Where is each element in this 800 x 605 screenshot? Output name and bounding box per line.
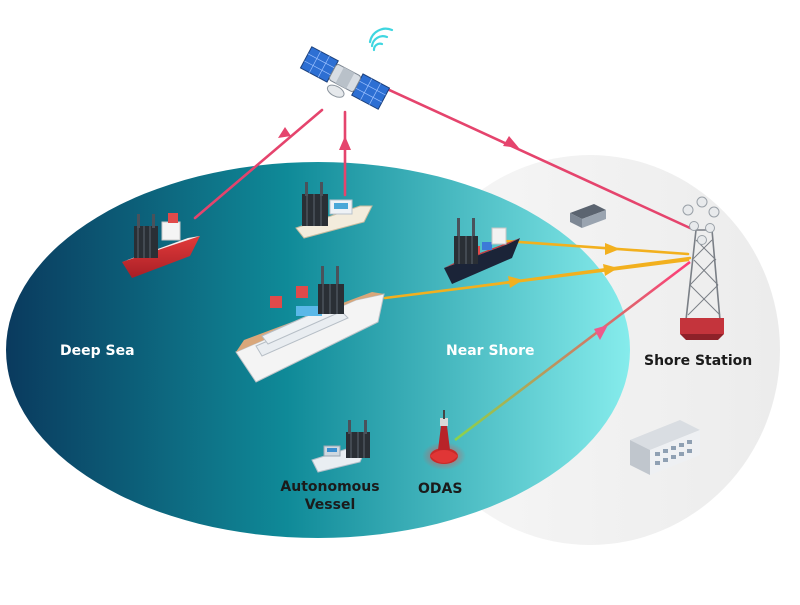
wifi-signal-icon [368, 27, 394, 52]
container-ship-icon [444, 218, 520, 284]
shore-station-tower-icon [680, 196, 724, 340]
satellite-link-arrows [278, 127, 519, 150]
autonomous-vessel-icon [311, 420, 370, 473]
odas-link-arrow [594, 325, 608, 340]
autonomous-vessel-label: Autonomous Vessel [275, 478, 385, 514]
office-building-icon [630, 420, 700, 475]
odas-buoy-icon [422, 410, 466, 470]
near-shore-label: Near Shore [446, 343, 535, 359]
fishing-boat-icon [295, 182, 373, 239]
antenna-module-icon [302, 182, 328, 226]
odas-label: ODAS [418, 481, 463, 497]
satellite-links [193, 80, 692, 230]
autonomous-vessel-label-line1: Autonomous [280, 479, 380, 495]
deep-sea-label: Deep Sea [60, 343, 135, 359]
shore-station-label: Shore Station [644, 353, 753, 369]
antenna-module-icon [134, 214, 158, 258]
cruise-ship-icon [235, 266, 385, 383]
antenna-module-icon [454, 218, 478, 264]
shore-link-arrows [508, 243, 620, 288]
shore-building-icon [570, 204, 606, 228]
cargo-ship-icon [122, 213, 200, 278]
odas-link [454, 260, 691, 442]
antenna-module-icon [318, 266, 344, 314]
antenna-module-icon [346, 420, 370, 458]
satellite-icon [299, 46, 391, 110]
autonomous-vessel-label-line2: Vessel [304, 497, 356, 513]
